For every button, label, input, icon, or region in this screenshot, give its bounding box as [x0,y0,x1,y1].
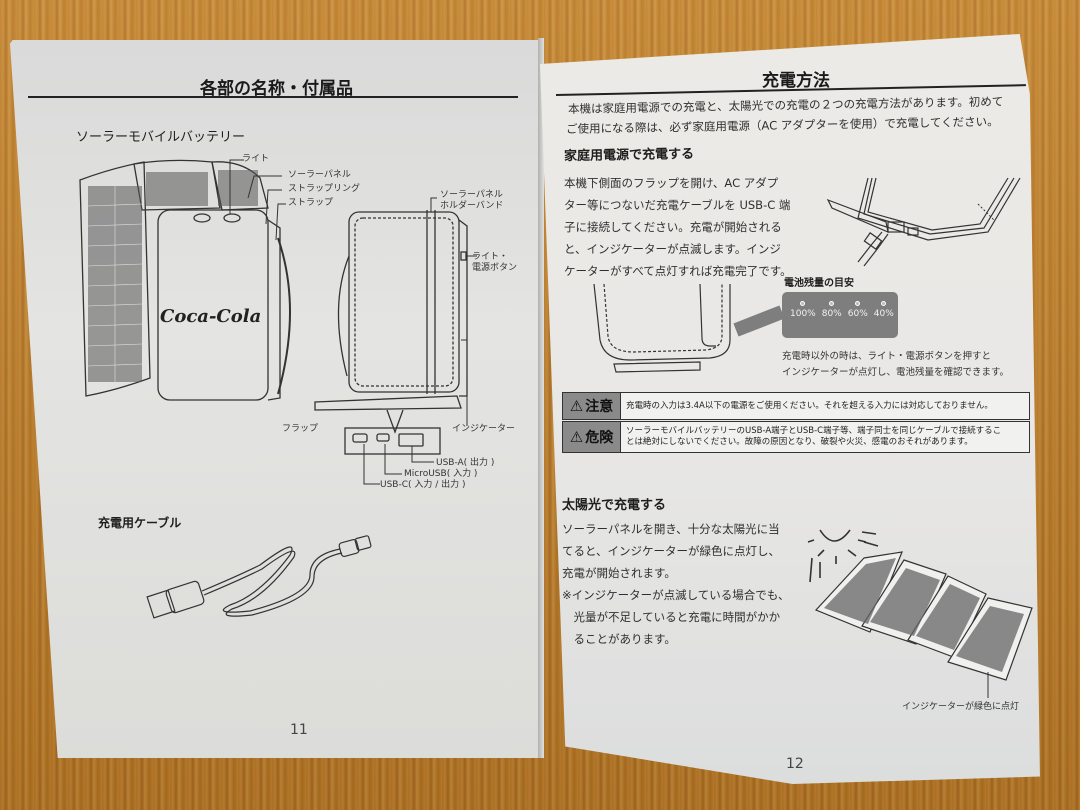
home-line-2: ター等につないだ充電ケーブルを USB-C 端 [564,198,791,212]
warning-triangle-icon: ⚠ [569,428,584,446]
led-60: 60% [848,301,868,319]
home-line-4: と、インジケーターが点滅します。インジ [564,242,781,256]
label-power-button-2: 電源ボタン [472,263,518,273]
label-flap: フラップ [282,424,319,434]
led-40: 40% [874,301,894,319]
label-usb-a: USB-A( 出力 ) [436,458,495,468]
label-indicator: インジケーター [452,424,516,434]
section-heading-cable: 充電用ケーブル [98,516,182,530]
heading-solar-charging: 太陽光で充電する [562,498,667,513]
indicator-side-illustration [593,283,785,373]
battery-side-view-illustration [314,197,477,455]
coca-cola-logo: Coca-Cola [160,306,262,327]
label-holder-band-1: ソーラーパネル [440,190,503,200]
solar-note-line-1: ※インジケーターが点滅している場合でも、 [562,588,790,602]
label-power-button-1: ライト・ [472,252,509,262]
label-holder-band-2: ホルダーバンド [440,201,504,211]
label-strap: ストラップ [288,198,334,208]
page-number-right: 12 [786,756,804,772]
charging-cable-illustration [146,535,372,619]
led-dot-icon [800,301,806,306]
label-solar-panel: ソーラーパネル [288,170,351,180]
battery-note-line-2: インジケーターが点灯し、電池残量を確認できます。 [782,367,1010,378]
heading-home-charging: 家庭用電源で充電する [563,146,695,165]
section-heading-battery: ソーラーモバイルバッテリー [76,130,246,145]
led-dot-icon [855,301,861,306]
label-usb-c: USB-C( 入力 / 出力 ) [380,480,466,490]
caution-notice: ⚠注意 充電時の入力は3.4A以下の電源をご使用ください。それを超える入力には対… [562,392,1030,420]
home-line-3: 子に接続してください。充電が開始される [564,220,782,234]
solar-line-1: ソーラーパネルを開き、十分な太陽光に当 [562,522,780,536]
led-100: 100% [790,301,816,319]
home-line-5: ケーターがすべて点灯すれば充電完了です。 [564,264,792,278]
battery-level-indicator-box: 100% 80% 60% 40% [782,292,898,338]
solar-line-3: 充電が開始されます。 [562,566,676,580]
usb-c-charging-illustration [826,177,1021,267]
booklet-spine [538,38,544,758]
caution-tag: ⚠注意 [563,393,621,419]
danger-notice: ⚠危険 ソーラーモバイルバッテリーのUSB-A端子とUSB-C端子等、端子同士を… [562,421,1030,453]
title-rule-left [28,96,518,98]
port-leader-lines [363,444,434,485]
led-dot-icon [829,301,835,306]
led-80: 80% [822,301,842,319]
solar-battery-illustration [79,159,291,401]
solar-panels-sun-illustration [807,529,1033,698]
warning-triangle-icon: ⚠ [569,397,584,415]
solar-note-line-3: ることがあります。 [562,632,676,646]
page-title-parts: 各部の名称・付属品 [200,79,353,99]
danger-text: ソーラーモバイルバッテリーのUSB-A端子とUSB-C端子等、端子同士を同じケー… [626,426,1002,447]
label-micro-usb: MicroUSB( 入力 ) [404,469,478,479]
label-strap-ring: ストラップリング [288,184,361,194]
home-line-1: 本機下側面のフラップを開け、AC アダプ [564,176,779,190]
solar-line-2: てると、インジケーターが緑色に点灯し、 [562,544,781,558]
indicator-green-caption: インジケーターが緑色に点灯 [902,702,1020,712]
label-light: ライト [242,154,270,164]
solar-note-line-2: 光量が不足していると充電に時間がかか [562,610,781,624]
page-number-left: 11 [290,722,308,738]
page-title-charging: 充電方法 [762,71,830,91]
heading-battery-level: 電池残量の目安 [784,278,854,289]
danger-tag: ⚠危険 [563,422,621,452]
battery-note-line-1: 充電時以外の時は、ライト・電源ボタンを押すと [782,351,992,362]
led-dot-icon [881,301,887,306]
caution-text: 充電時の入力は3.4A以下の電源をご使用ください。それを超える入力には対応してお… [626,400,993,411]
